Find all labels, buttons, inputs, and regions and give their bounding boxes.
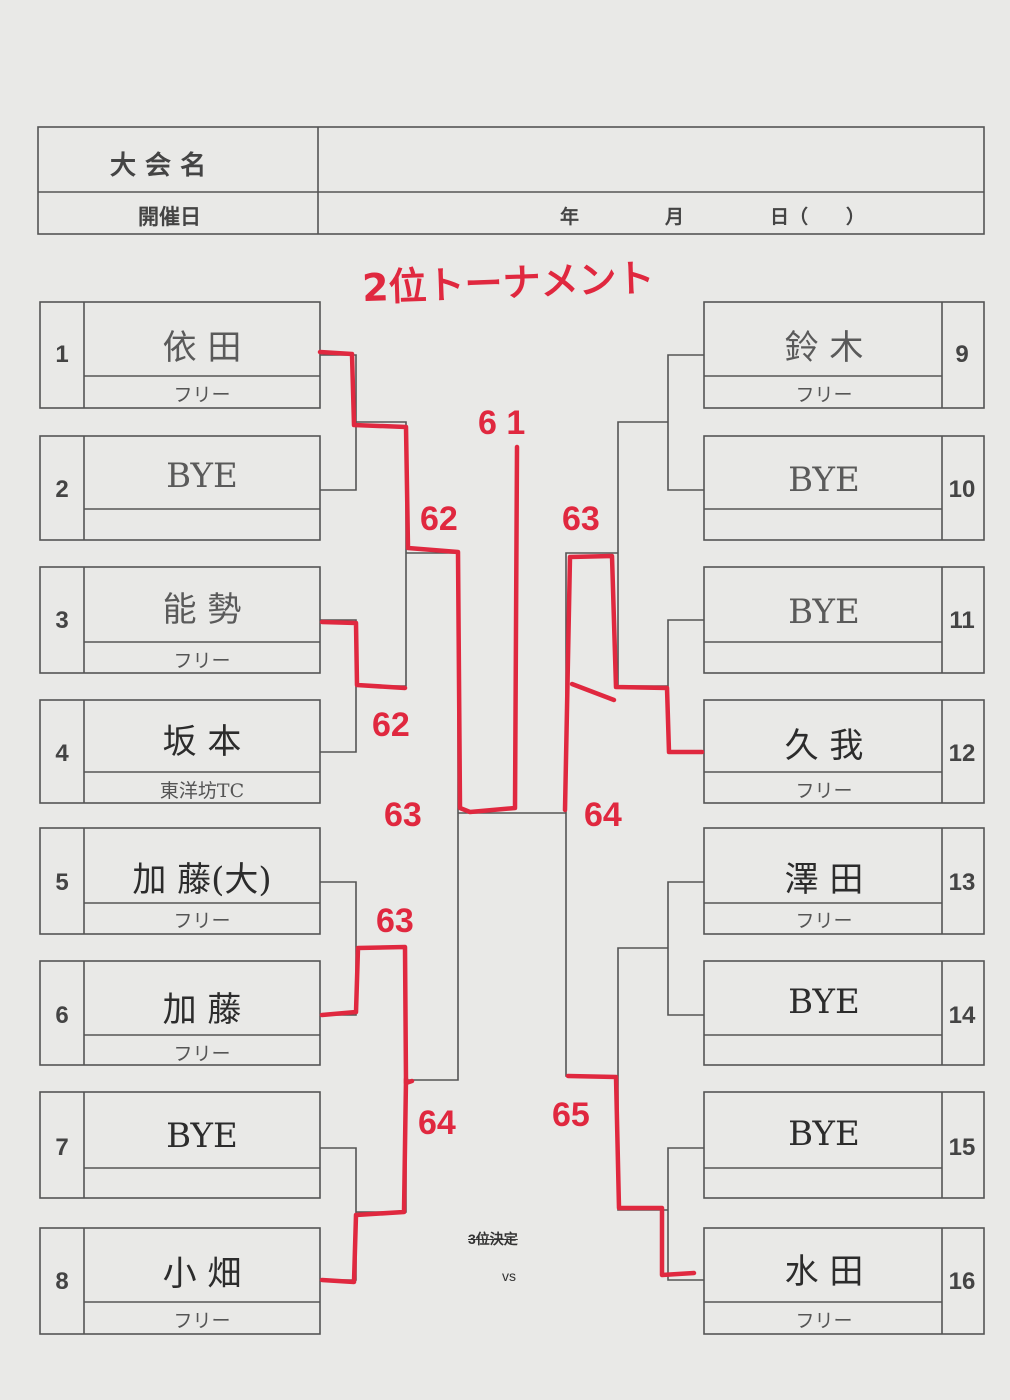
third-place-label: 3位決定 [468, 1231, 518, 1247]
seed-number: 13 [948, 869, 976, 896]
match-score: 64 [418, 1104, 456, 1142]
player-name: 能 勢 [162, 590, 242, 630]
seed-number: 14 [948, 1002, 976, 1029]
player-name: 加 藤 [162, 990, 242, 1030]
seed-number: 5 [55, 869, 69, 896]
player-name: 鈴 木 [784, 328, 864, 368]
match-score: 64 [584, 796, 622, 834]
player-club: フリー [173, 384, 231, 406]
match-score: 65 [552, 1096, 590, 1134]
player-name: BYE [788, 1114, 860, 1154]
player-club: フリー [795, 1310, 853, 1332]
player-club: フリー [173, 1043, 231, 1065]
player-name: BYE [788, 982, 860, 1022]
date-month-label: 月 [665, 206, 685, 228]
seed-number: 10 [948, 476, 976, 503]
seed-number: 3 [55, 607, 69, 634]
date-label: 開催日 [138, 205, 201, 229]
date-year-label: 年 [560, 206, 580, 228]
match-score: 63 [376, 902, 414, 940]
seed-number: 9 [955, 341, 969, 368]
seed-number: 16 [948, 1268, 976, 1295]
seed-number: 1 [55, 341, 69, 368]
seed-number: 4 [55, 740, 69, 767]
tournament-name-label: 大 会 名 [110, 151, 207, 181]
seed-number: 7 [55, 1134, 69, 1161]
match-score: 62 [420, 500, 458, 538]
date-day-label: 日（ ） [770, 206, 866, 228]
final-score: 6 1 [478, 404, 526, 442]
seed-number: 15 [948, 1134, 976, 1161]
match-score: 62 [372, 706, 410, 744]
player-club: フリー [173, 1310, 231, 1332]
seed-number: 2 [55, 476, 69, 503]
player-name: 澤 田 [784, 860, 864, 900]
player-club: フリー [795, 910, 853, 932]
player-name: 久 我 [784, 726, 864, 766]
player-club: フリー [795, 780, 853, 802]
player-name: BYE [788, 592, 860, 632]
player-name: BYE [788, 460, 860, 500]
vs-label: vs [502, 1268, 516, 1284]
match-score: 63 [562, 500, 600, 538]
seed-number: 12 [948, 740, 976, 767]
player-name: 小 畑 [162, 1254, 242, 1294]
seed-number: 11 [949, 607, 975, 634]
player-club: フリー [173, 650, 231, 672]
match-score: 63 [384, 796, 422, 834]
player-name: 依 田 [162, 328, 242, 368]
bracket-title: 2位トーナメント [361, 255, 656, 311]
player-name: 坂 本 [162, 722, 242, 762]
player-club: フリー [173, 910, 231, 932]
seed-number: 6 [55, 1002, 69, 1029]
player-name: 水 田 [784, 1252, 864, 1292]
player-club: 東洋坊TC [159, 780, 245, 802]
player-name: BYE [166, 1116, 238, 1156]
player-club: フリー [795, 384, 853, 406]
player-name: 加 藤(大) [132, 860, 272, 900]
seed-number: 8 [55, 1268, 69, 1295]
player-name: BYE [166, 456, 238, 496]
